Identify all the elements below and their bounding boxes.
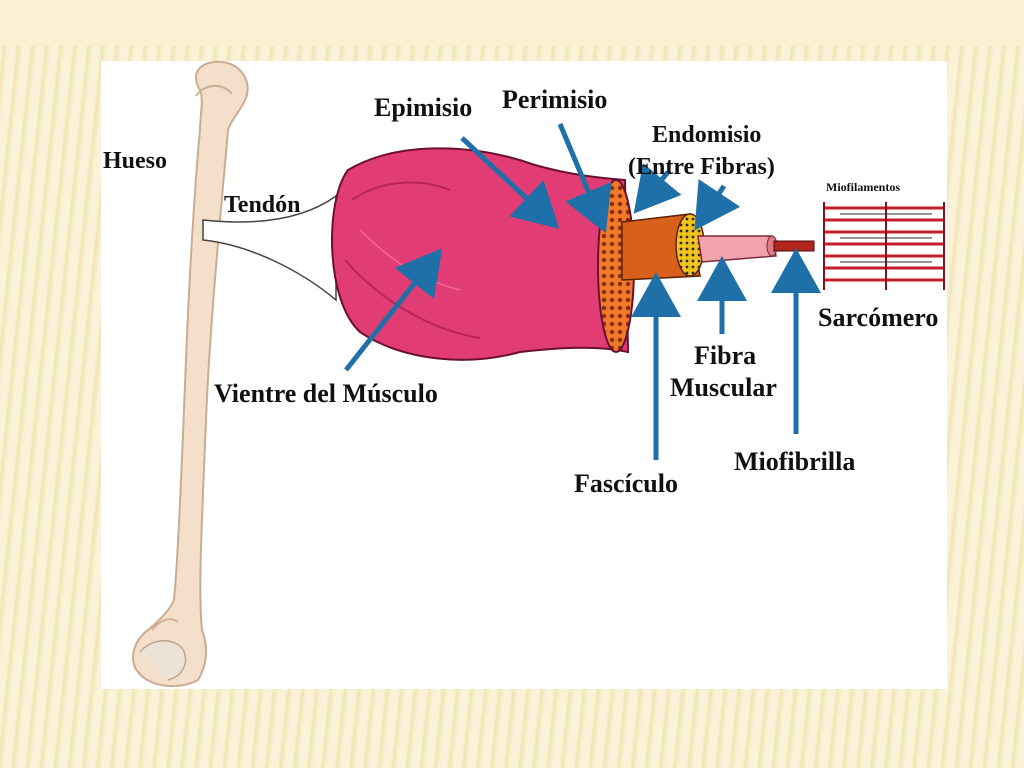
label-endomisio-line1: Endomisio	[652, 122, 761, 148]
label-endomisio-line2: (Entre Fibras)	[628, 154, 775, 180]
label-miofilamentos: Miofilamentos	[826, 180, 900, 194]
label-vientre-musculo: Vientre del Músculo	[214, 379, 438, 408]
bone-humerus	[132, 60, 249, 688]
label-miofibrilla: Miofibrilla	[734, 447, 855, 476]
label-fasciculo: Fascículo	[574, 469, 678, 498]
arrow-perimisio	[557, 123, 612, 234]
myofibril	[773, 240, 815, 252]
fascicle	[621, 213, 705, 281]
tendon	[202, 194, 337, 302]
label-fibra-line2: Muscular	[670, 373, 777, 402]
arrow-epimisio	[460, 136, 560, 229]
sarcomere-myofilaments	[822, 200, 946, 292]
arrow-vientre	[344, 248, 443, 372]
label-tendon: Tendón	[224, 192, 301, 218]
slide-top-band	[0, 0, 1024, 46]
arrow-endomisio	[633, 163, 682, 214]
label-fibra-line1: Fibra	[694, 341, 756, 370]
label-sarcomero: Sarcómero	[818, 303, 938, 332]
label-epimisio: Epimisio	[374, 93, 472, 122]
arrow-endomisio-2	[694, 179, 741, 231]
label-perimisio: Perimisio	[502, 85, 607, 114]
label-hueso: Hueso	[103, 148, 167, 174]
muscle-fiber	[697, 235, 778, 263]
